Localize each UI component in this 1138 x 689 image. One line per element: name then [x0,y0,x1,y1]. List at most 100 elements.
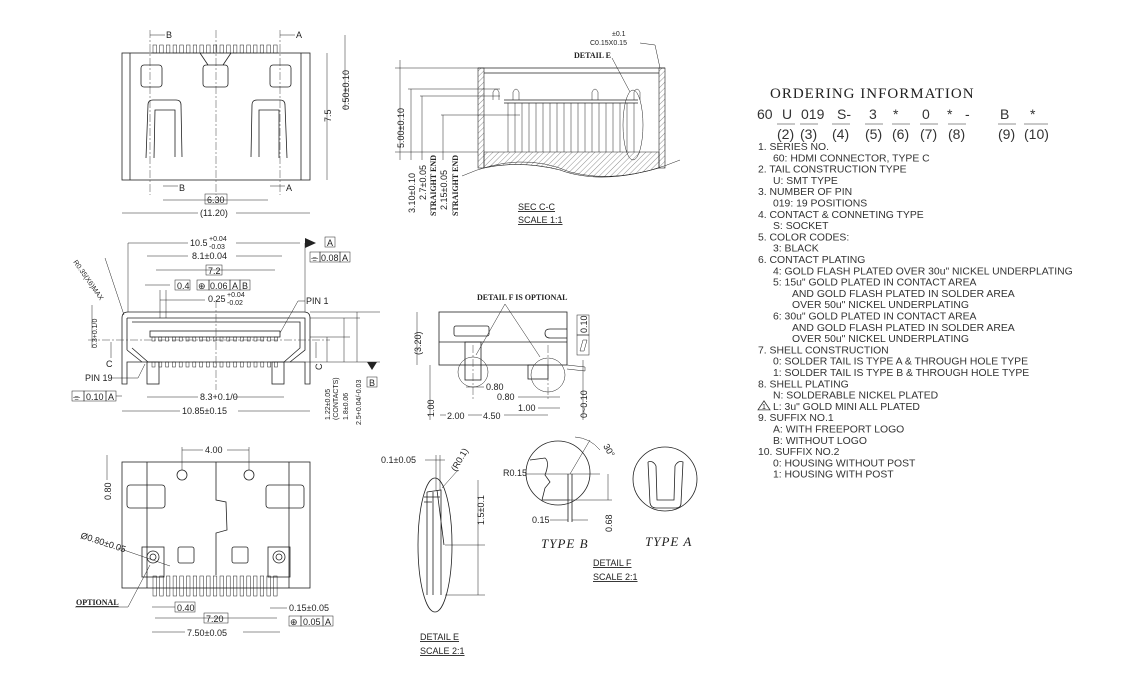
top-pins [152,44,278,54]
symmetry-datum: A [342,253,348,263]
code-segment: 0 [922,106,930,122]
contact [253,336,258,342]
pin [152,575,157,597]
dim-2-7: 2.7±0.05 [418,165,428,200]
ordering-line: AND GOLD FLASH PLATED IN SOLDER AREA [792,323,1015,334]
dim-11-20: (11.20) [200,208,228,218]
dim-4-00: 4.00 [205,445,223,455]
ordering-line: 0: SOLDER TAIL IS TYPE A & THROUGH HOLE … [773,357,1028,368]
code-position: (2) [777,126,794,142]
position-datum: A [325,617,331,627]
tail [206,361,210,368]
datum-b: B [369,378,375,388]
ordering-line: OVER 50u" NICKEL UNDERPLATING [792,300,969,311]
position-datum-a: A [232,281,238,291]
code-segment: * [947,106,953,122]
code-segment: S- [837,106,851,122]
code-segment: * [1030,106,1036,122]
side-view: DETAIL F IS OPTIONAL (3.20) 0.10 0~0.10 … [413,293,590,421]
ordering-line: 7. SHELL CONSTRUCTION [758,345,889,356]
tail [172,361,176,368]
dim-0-25: 0.25 [208,294,226,304]
code-position: (6) [892,126,909,142]
ordering-line: 10. SUFFIX NO.2 [758,447,840,458]
ordering-line: 5. COLOR CODES: [758,232,849,243]
pin [166,44,171,54]
dim-1-5: 1.5±0.1 [476,495,486,525]
dim-0-15: 0.15 [532,515,550,525]
dim-2-00: 2.00 [447,411,465,421]
dim-0-0-10: 0~0.10 [579,390,589,418]
dim-6-30: 6.30 [207,195,225,205]
contact [233,336,237,342]
code-position: (7) [920,126,937,142]
pin [179,44,184,54]
dim-10-5: 10.5 [190,238,208,248]
section-label-c: C [314,363,324,370]
tail [165,361,169,368]
contact [240,336,244,342]
top-view: B A B A 6.30 (11.20) 7.5 0.50±0.10 [121,30,351,218]
ordering-line: 5: 15u" GOLD PLATED IN CONTACT AREA [773,278,977,289]
section-label-b: B [179,183,185,193]
ordering-line: 4: GOLD FLASH PLATED OVER 30u" NICKEL UN… [773,266,1073,277]
dim-1-8: 1.8±0.06 [343,393,350,420]
dim-1-00: 1.00 [518,403,536,413]
position-symbol: ⊕ [198,281,206,291]
section-c-c-view: ±0.1 C0.15X0.15 DETAIL E 5.00±0.10 3.10±… [395,31,681,225]
type-a-label: TYPE A [645,534,692,549]
tail [260,361,265,368]
spring-finger [591,88,599,100]
revision-triangle-icon [757,400,771,411]
tail [212,361,217,368]
contact [226,336,231,342]
dim-0-15: 0.15±0.05 [289,603,329,613]
dim-8-1: 8.1±0.04 [192,251,227,261]
contact [192,336,197,342]
ordering-line: AND GOLD FLASH PLATED IN SOLDER AREA [792,289,1015,300]
detail-e-callout: DETAIL E [574,51,611,60]
code-segment: * [893,106,899,122]
pin [186,575,191,597]
revision-number: 1 [762,404,766,411]
tail [233,361,237,368]
chamfer-dim: C0.15X0.15 [590,40,627,47]
symmetry-symbol: ⌯ [73,392,81,402]
contact [246,336,251,342]
tail [151,361,156,368]
pin-1-label: PIN 1 [306,296,329,306]
contacts-note: (CONTACTS) [333,377,340,420]
pin [206,575,211,597]
contact [199,336,203,342]
ordering-line: S: SOCKET [773,221,829,232]
ordering-title: ORDERING INFORMATION [770,86,975,102]
dim-0-3: 0.3+0.1/0 [92,319,99,348]
radius-note: R0.15 [503,468,527,478]
detail-scale: SCALE 2:1 [593,572,638,582]
symmetry-tolerance: 0.10 [86,392,104,402]
pin [259,575,264,597]
ordering-line: 1: SOLDER TAIL IS TYPE B & THROUGH HOLE … [773,368,1029,379]
position-tolerance: 0.05 [303,617,321,627]
straight-end-label: STRAIGHT END [429,155,438,216]
ordering-line: OVER 50u" NICKEL UNDERPLATING [792,334,969,345]
contact [151,336,156,342]
code-segment: U [782,106,792,122]
pin [273,575,278,597]
ordering-line: B: WITHOUT LOGO [773,436,867,447]
pin [246,575,251,597]
pin [239,575,244,597]
tail [253,361,258,368]
contact [219,336,224,342]
straight-end-label: STRAIGHT END [451,155,460,216]
pin [152,44,157,54]
contact [260,336,265,342]
bottom-view: 4.00 0.80 Ø0.80±0.05 OPTIONAL 0.40 7.20 … [75,444,334,638]
pin [266,575,271,597]
contact [206,336,210,342]
ordering-line: 1. SERIES NO. [758,142,829,153]
tail [185,361,190,368]
symmetry-tolerance: 0.08 [321,253,339,263]
pin [199,575,204,597]
datum-a: A [327,238,333,248]
